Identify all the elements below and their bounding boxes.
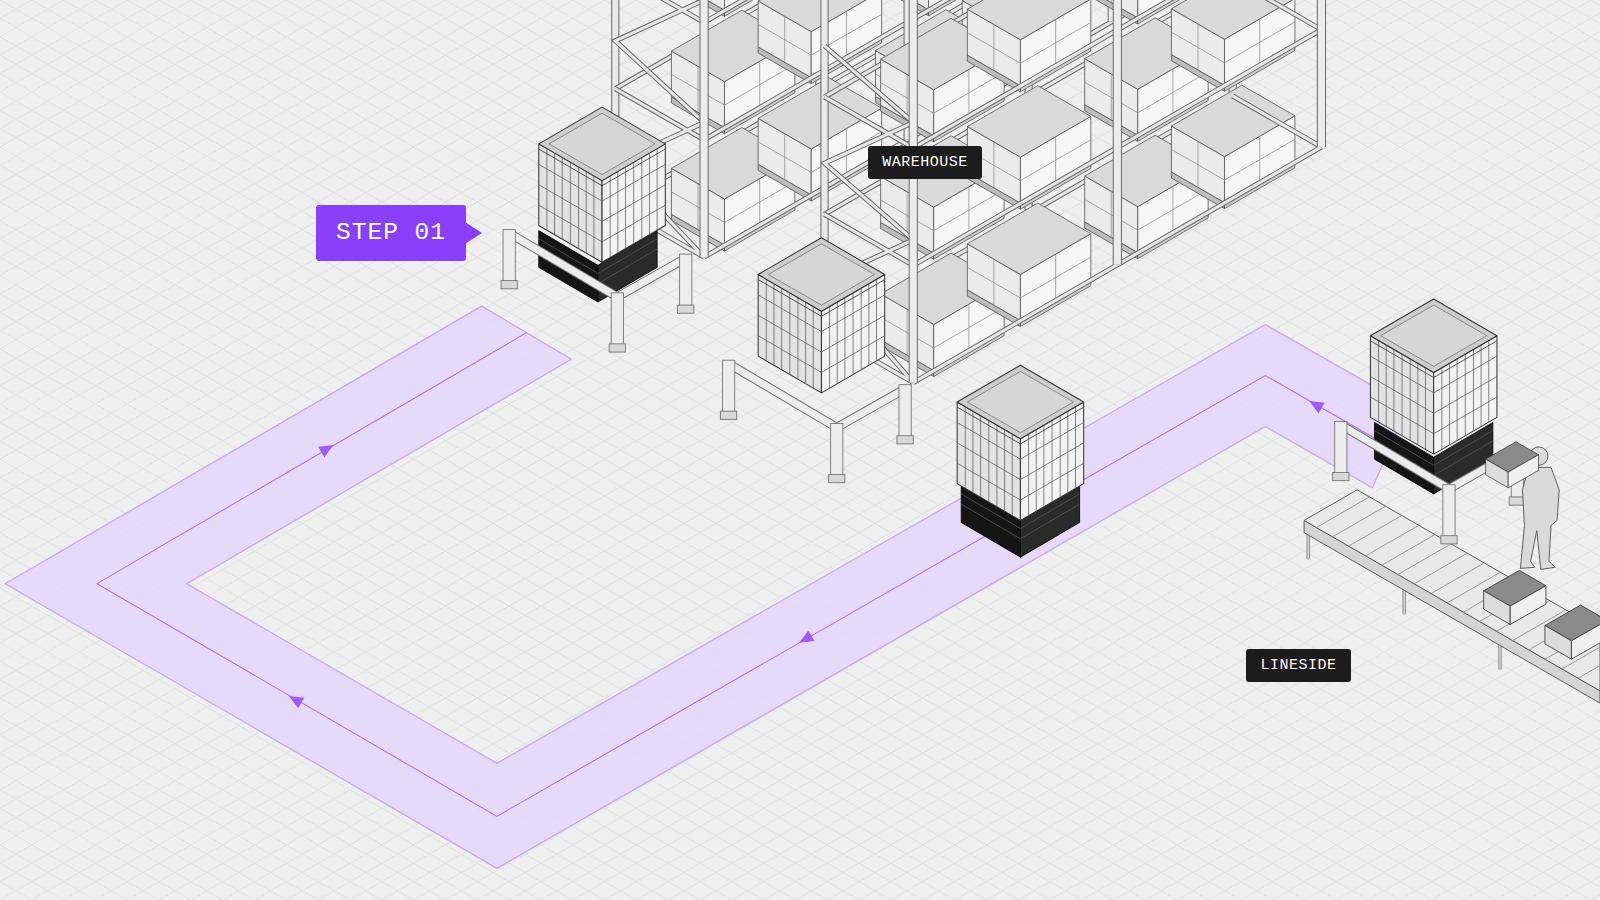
cart-lineside bbox=[1333, 299, 1526, 544]
rack-front bbox=[913, 0, 1321, 383]
operator-figure bbox=[1486, 442, 1560, 570]
step-callout: STEP 01 bbox=[316, 205, 466, 261]
area-tag: WAREHOUSE bbox=[868, 146, 982, 179]
cart-step-one bbox=[501, 230, 694, 352]
callout-pointer bbox=[465, 222, 482, 244]
cart-step-one bbox=[501, 107, 694, 352]
operator-figure bbox=[1486, 442, 1539, 488]
robot-route bbox=[286, 691, 304, 709]
cart-moving bbox=[957, 365, 1084, 557]
conveyor bbox=[1316, 497, 1600, 679]
conveyor bbox=[1484, 570, 1546, 624]
robot-route bbox=[286, 396, 1325, 709]
rack-front bbox=[967, 0, 1090, 92]
cart-on-stand bbox=[720, 360, 913, 482]
cart-moving bbox=[957, 365, 1084, 520]
operator-figure bbox=[1520, 467, 1559, 569]
tag-text: STEP 01 bbox=[336, 218, 446, 247]
robot-route bbox=[5, 306, 1408, 868]
cart-lineside bbox=[1370, 299, 1497, 454]
cart-on-stand bbox=[720, 238, 913, 483]
tag-text: LINESIDE bbox=[1260, 657, 1336, 675]
robot-route bbox=[5, 306, 1408, 868]
robot-route bbox=[97, 333, 1390, 817]
rack-front bbox=[824, 0, 1321, 383]
cart-lineside bbox=[1333, 421, 1526, 543]
area-tag: LINESIDE bbox=[1246, 649, 1351, 682]
robot-route bbox=[318, 440, 336, 458]
rack-front bbox=[824, 0, 1321, 383]
conveyor bbox=[1545, 605, 1600, 659]
cart-step-one bbox=[539, 107, 666, 262]
tag-text: WAREHOUSE bbox=[882, 154, 968, 172]
rack-front bbox=[913, 0, 1321, 383]
rack-front bbox=[824, 0, 1321, 383]
robot-route bbox=[1306, 396, 1324, 414]
cart-on-stand bbox=[758, 238, 885, 393]
callout-pointer bbox=[465, 222, 483, 244]
rack-front bbox=[824, 0, 1321, 383]
robot-route bbox=[796, 630, 814, 648]
